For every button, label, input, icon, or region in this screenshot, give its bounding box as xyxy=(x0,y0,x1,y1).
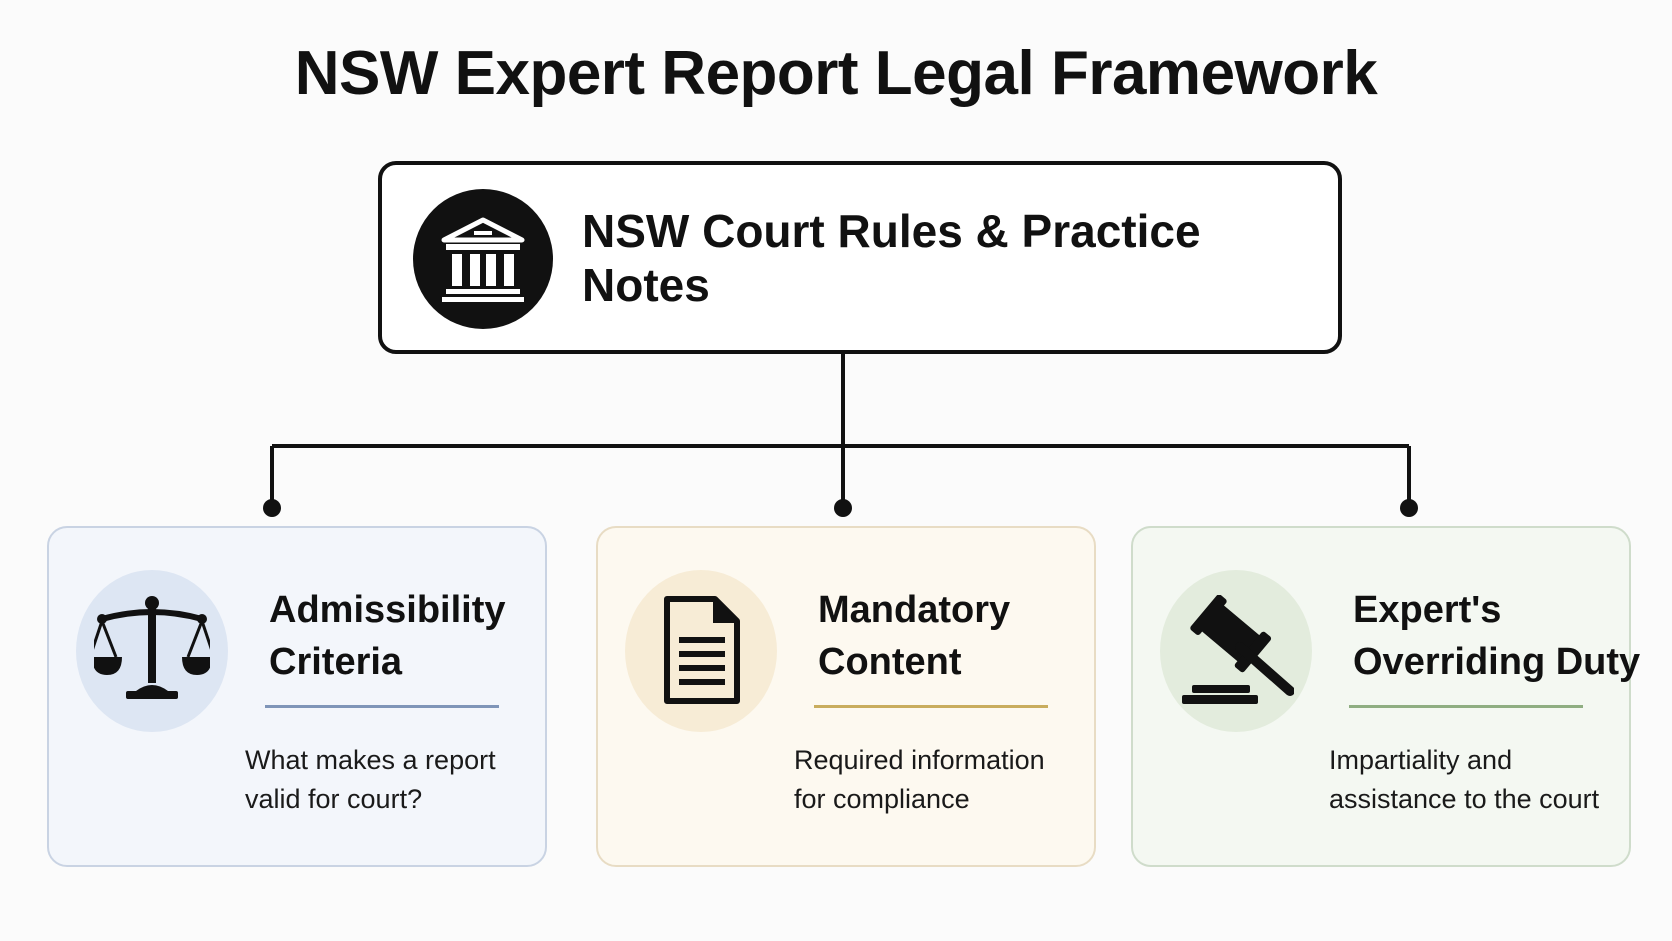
courthouse-icon xyxy=(413,189,553,329)
card-description-line-1: What makes a report xyxy=(245,745,496,775)
connector-dot-center xyxy=(834,499,852,517)
child-card-mandatory-content: Mandatory Content Required information f… xyxy=(596,526,1096,867)
card-title-line-1: Expert's xyxy=(1353,589,1502,631)
card-divider xyxy=(265,705,499,708)
gavel-icon xyxy=(1160,570,1312,732)
connector-dot-right xyxy=(1400,499,1418,517)
card-title: Expert's Overriding Duty xyxy=(1353,584,1640,688)
card-title-line-2: Criteria xyxy=(269,641,403,683)
card-title-line-2: Overriding Duty xyxy=(1353,641,1641,683)
card-divider xyxy=(814,705,1048,708)
child-card-admissibility: Admissibility Criteria What makes a repo… xyxy=(47,526,547,867)
card-title: Admissibility Criteria xyxy=(269,584,506,688)
diagram-title: NSW Expert Report Legal Framework xyxy=(294,39,1378,108)
card-description-line-2: valid for court? xyxy=(245,784,423,814)
connector-dot-left xyxy=(263,499,281,517)
card-title-line-2: Content xyxy=(818,641,962,683)
card-description-line-1: Required information xyxy=(794,745,1045,775)
card-description-line-2: for compliance xyxy=(794,784,970,814)
root-label: NSW Court Rules & Practice Notes xyxy=(582,204,1201,311)
card-divider xyxy=(1349,705,1583,708)
card-description: What makes a report valid for court? xyxy=(245,741,496,819)
scales-of-justice-icon xyxy=(76,570,228,732)
root-node: NSW Court Rules & Practice Notes xyxy=(378,161,1342,354)
card-description: Impartiality and assistance to the court xyxy=(1329,741,1599,819)
card-title-line-1: Admissibility xyxy=(269,589,506,631)
document-icon xyxy=(625,570,777,732)
card-description-line-1: Impartiality and xyxy=(1329,745,1513,775)
card-description: Required information for compliance xyxy=(794,741,1045,819)
child-card-overriding-duty: Expert's Overriding Duty Impartiality an… xyxy=(1131,526,1640,867)
card-description-line-2: assistance to the court xyxy=(1329,784,1600,814)
card-title: Mandatory Content xyxy=(818,584,1010,688)
card-title-line-1: Mandatory xyxy=(818,589,1011,631)
